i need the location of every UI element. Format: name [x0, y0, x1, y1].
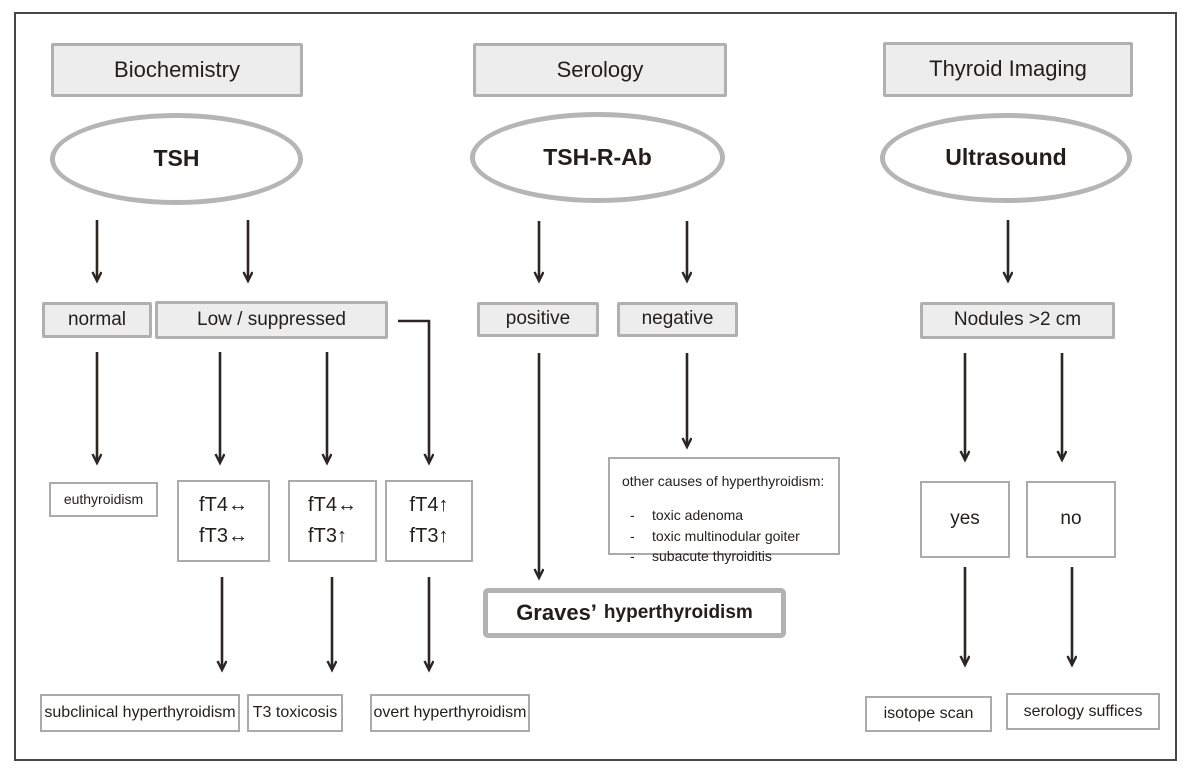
box-tsh-low-suppressed-label: Low / suppressed — [197, 308, 346, 330]
box-serology-suffices-label: serology suffices — [1023, 702, 1143, 720]
ellipse-tsh: TSH — [50, 113, 303, 205]
box-subclinical-label: subclinical hyperthyroidism — [44, 704, 236, 722]
header-serology: Serology — [473, 43, 727, 97]
box-nodules-label: Nodules >2 cm — [953, 309, 1082, 331]
ft1-line1: fT4↔ — [199, 494, 248, 516]
box-euthyroidism: euthyroidism — [49, 482, 158, 517]
ellipse-ultrasound-label: Ultrasound — [945, 144, 1067, 171]
header-biochemistry: Biochemistry — [51, 43, 303, 97]
box-tsh-normal: normal — [42, 302, 152, 338]
graves-label-rest: hyperthyroidism — [603, 601, 753, 623]
box-isotope-scan-label: isotope scan — [883, 705, 974, 723]
ellipse-tsh-label: TSH — [153, 145, 200, 172]
dash-bullet: - — [630, 547, 635, 564]
header-thyroid-imaging-label: Thyroid Imaging — [929, 56, 1087, 82]
other-causes-item: - toxic adenoma — [630, 505, 824, 525]
other-causes-title: other causes of hyperthyroidism: — [622, 473, 825, 489]
ft3-line2: fT3↑ — [409, 525, 449, 547]
box-yes: yes — [920, 481, 1010, 558]
box-ft4-normal-ft3-normal: fT4↔ fT3↔ — [177, 480, 270, 562]
ft1-line2: fT3↔ — [199, 525, 248, 547]
box-t3-toxicosis: T3 toxicosis — [247, 694, 343, 732]
header-biochemistry-label: Biochemistry — [114, 56, 240, 82]
box-ft4-high-ft3-high: fT4↑ fT3↑ — [385, 480, 473, 562]
box-tsh-low-suppressed: Low / suppressed — [155, 301, 388, 339]
other-causes-item: - toxic multinodular goiter — [630, 526, 824, 546]
box-no-label: no — [1060, 508, 1082, 530]
box-serology-suffices: serology suffices — [1006, 693, 1160, 730]
box-overt-hyperthyroidism: overt hyperthyroidism — [370, 694, 530, 732]
box-nodules: Nodules >2 cm — [920, 302, 1115, 339]
box-no: no — [1026, 481, 1116, 558]
box-graves-hyperthyroidism: Graves’ hyperthyroidism — [483, 588, 786, 638]
ellipse-tsh-r-ab: TSH-R-Ab — [470, 112, 725, 203]
box-overt-label: overt hyperthyroidism — [373, 704, 527, 722]
graves-label-main: Graves’ — [516, 599, 597, 625]
other-causes-list: - toxic adenoma - toxic multinodular goi… — [622, 505, 824, 566]
ft3-line1: fT4↑ — [409, 494, 449, 516]
header-serology-label: Serology — [556, 56, 644, 82]
box-ft4-normal-ft3-high: fT4↔ fT3↑ — [288, 480, 377, 562]
ft2-line1: fT4↔ — [308, 494, 357, 516]
box-negative: negative — [617, 302, 738, 337]
dash-bullet: - — [630, 507, 635, 524]
box-yes-label: yes — [950, 508, 980, 530]
box-other-causes: other causes of hyperthyroidism: - toxic… — [608, 457, 840, 564]
other-causes-item: - subacute thyroiditis — [630, 546, 824, 566]
box-positive-label: positive — [505, 308, 571, 330]
ellipse-tsh-r-ab-label: TSH-R-Ab — [543, 143, 652, 170]
box-isotope-scan: isotope scan — [865, 696, 992, 732]
dash-bullet: - — [630, 527, 635, 544]
box-euthyroidism-label: euthyroidism — [63, 491, 144, 508]
ft2-line2: fT3↑ — [308, 525, 347, 547]
box-positive: positive — [477, 302, 599, 337]
header-thyroid-imaging: Thyroid Imaging — [883, 42, 1133, 97]
box-negative-label: negative — [641, 308, 714, 330]
ellipse-ultrasound: Ultrasound — [880, 113, 1132, 203]
box-subclinical-hyperthyroidism: subclinical hyperthyroidism — [40, 694, 240, 732]
box-tsh-normal-label: normal — [67, 308, 127, 330]
box-t3-toxicosis-label: T3 toxicosis — [252, 704, 338, 722]
